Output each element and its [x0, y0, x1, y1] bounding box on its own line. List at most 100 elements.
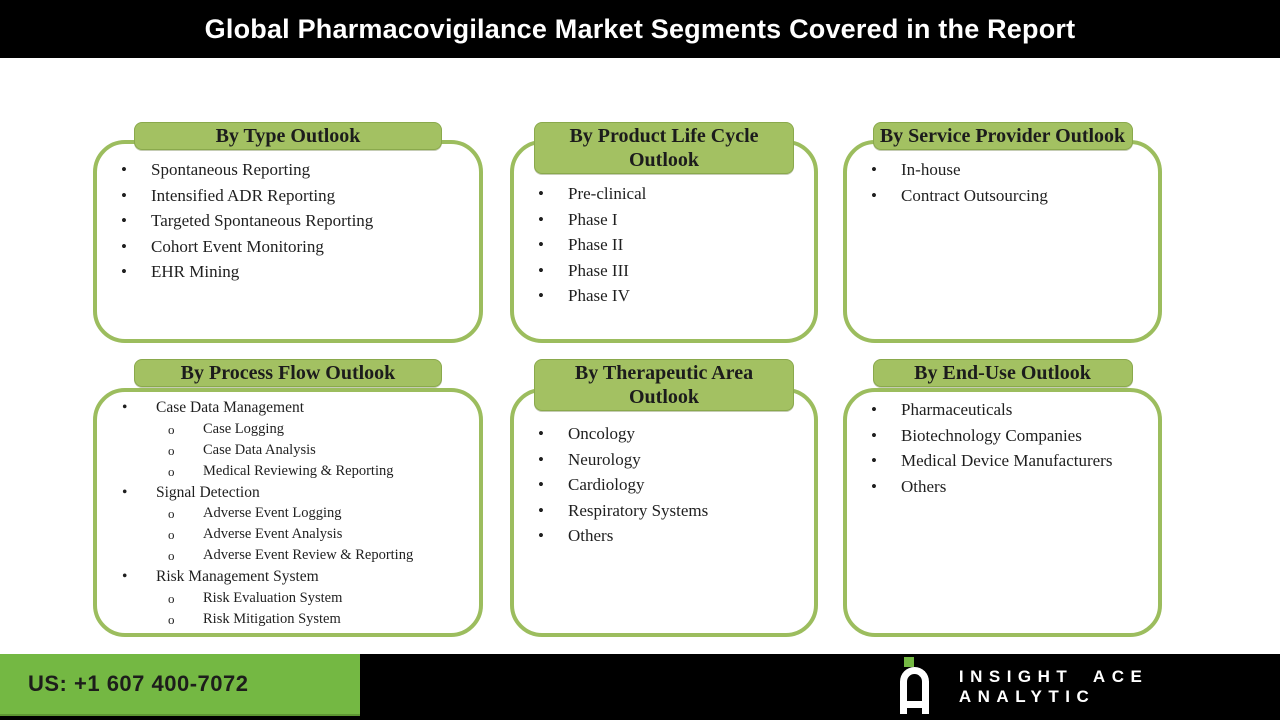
item-label: Pre-clinical: [568, 184, 647, 203]
bullet-icon: •: [871, 185, 877, 205]
segment-item-list: •In-house• Contract Outsourcing: [843, 157, 1162, 208]
segment-header: By End-Use Outlook: [872, 359, 1133, 387]
circle-bullet-icon: o: [168, 548, 175, 563]
item-label: Spontaneous Reporting: [151, 160, 311, 179]
bullet-icon: •: [121, 262, 127, 281]
segment-item: •Phase II: [510, 232, 776, 258]
bullet-icon: •: [871, 476, 877, 496]
segment-item: •Cohort Event Monitoring: [93, 234, 441, 260]
bullet-icon: •: [538, 526, 544, 545]
bullet-icon: •: [538, 209, 544, 229]
item-label: Neurology: [568, 449, 641, 469]
item-label: Biotechnology Companies: [901, 425, 1082, 445]
segment-item: • Spontaneous Reporting: [93, 157, 441, 183]
segment-item: • Respiratory Systems: [510, 498, 776, 524]
item-label: Phase IV: [568, 286, 630, 305]
page-title: Global Pharmacovigilance Market Segments…: [204, 13, 1076, 44]
segment-header: By Therapeutic Area Outlook: [534, 359, 794, 411]
segment-header: By Type Outlook: [134, 122, 442, 150]
segment-item: •Case Data Management: [93, 397, 441, 419]
circle-bullet-icon: o: [168, 463, 175, 479]
item-label: Case Data Analysis: [203, 441, 316, 458]
phone-block: US: +1 607 400-7072: [0, 654, 360, 716]
segment-item: • Contract Outsourcing: [843, 183, 1120, 209]
segment-item-list: •Oncology•Neurology•Cardiology•Respirato…: [510, 421, 818, 549]
segment-box-outline: [843, 388, 1162, 637]
segment-item: • Pharmaceuticals: [843, 397, 1120, 423]
segment-item: •In-house: [843, 157, 1120, 183]
logo-crossbar: [907, 700, 922, 708]
segment-item: • Pre-clinical: [510, 181, 776, 207]
bullet-icon: •: [121, 160, 127, 179]
segment-card-by-type-outlook: By Type Outlook • Spontaneous Reporting • I…: [93, 122, 483, 343]
bullet-icon: •: [538, 184, 544, 203]
bullet-icon: •: [538, 500, 544, 520]
item-label: In-house: [901, 160, 961, 179]
segment-item: •Signal Detection: [93, 482, 441, 504]
segment-sub-item: o Adverse Event Analysis: [93, 524, 441, 545]
segment-item: • Risk Management System: [93, 566, 441, 588]
segment-card-by-product-life-cycle-outlook: By Product Life Cycle Outlook • Pre-clini…: [510, 122, 818, 343]
bullet-icon: •: [871, 400, 877, 419]
item-label: Others: [901, 476, 947, 496]
segment-header: By Service Provider Outlook: [872, 122, 1133, 150]
segment-item: • Others: [843, 474, 1120, 500]
item-label: Risk Management System: [156, 568, 319, 585]
item-label: Case Data Management: [156, 399, 305, 416]
segment-box-outline: [843, 140, 1162, 343]
segment-item: • Phase I: [510, 207, 776, 233]
segment-item: •Cardiology: [510, 472, 776, 498]
item-label: Risk Evaluation System: [203, 589, 343, 606]
bullet-icon: •: [538, 475, 544, 494]
item-label: Adverse Event Analysis: [203, 526, 343, 542]
segment-item: • Targeted Spontaneous Reporting: [93, 208, 441, 234]
item-label: Pharmaceuticals: [901, 400, 1013, 419]
bullet-icon: •: [538, 424, 544, 443]
item-label: Contract Outsourcing: [901, 185, 1048, 205]
segment-item: • Medical Device Manufacturers: [843, 448, 1120, 474]
bullet-icon: •: [121, 211, 127, 230]
segment-card-by-service-provider-outlook: By Service Provider Outlook •In-house• Co…: [843, 122, 1162, 343]
circle-bullet-icon: o: [168, 527, 175, 542]
circle-bullet-icon: o: [168, 421, 175, 437]
insight-ace-logo-icon: [900, 656, 929, 714]
segment-item: •Others: [510, 523, 776, 549]
item-label: Oncology: [568, 424, 636, 443]
segment-item: • Phase IV: [510, 283, 776, 309]
segment-box-outline: [93, 388, 483, 637]
segment-item: • Oncology: [510, 421, 776, 447]
item-label: Respiratory Systems: [568, 500, 709, 520]
segment-header: By Process Flow Outlook: [134, 359, 442, 387]
item-label: Case Logging: [203, 420, 284, 437]
footer-bar: US: +1 607 400-7072 INSIGHT ACE ANALYTIC: [0, 654, 1280, 720]
item-label: Medical Device Manufacturers: [901, 451, 1113, 470]
item-label: Targeted Spontaneous Reporting: [151, 211, 374, 230]
segment-item: •EHR Mining: [93, 259, 441, 285]
title-banner: Global Pharmacovigilance Market Segments…: [0, 0, 1280, 58]
bullet-icon: •: [871, 451, 877, 470]
bullet-icon: •: [122, 568, 128, 585]
segment-card-by-process-flow-outlook: By Process Flow Outlook •Case Data Manag…: [93, 359, 483, 637]
item-label: Medical Reviewing & Reporting: [203, 462, 394, 479]
item-label: Signal Detection: [156, 483, 260, 501]
segment-header: By Product Life Cycle Outlook: [534, 122, 794, 174]
circle-bullet-icon: o: [168, 611, 175, 627]
segment-item-list: •Pre-clinical•Phase I•Phase II•Phase III…: [510, 181, 818, 309]
item-label: Phase III: [568, 260, 629, 280]
segment-item: • Biotechnology Companies: [843, 423, 1120, 449]
logo-green-dot-icon: [904, 656, 914, 667]
segment-item: •Phase III: [510, 258, 776, 284]
item-label: Intensified ADR Reporting: [151, 185, 336, 205]
bullet-icon: •: [871, 425, 877, 445]
circle-bullet-icon: o: [168, 506, 175, 521]
item-label: Phase II: [568, 235, 624, 254]
item-label: Phase I: [568, 209, 618, 229]
segment-sub-item: o Medical Reviewing & Reporting: [93, 461, 441, 482]
bullet-icon: •: [538, 286, 544, 305]
bullet-icon: •: [121, 236, 127, 256]
